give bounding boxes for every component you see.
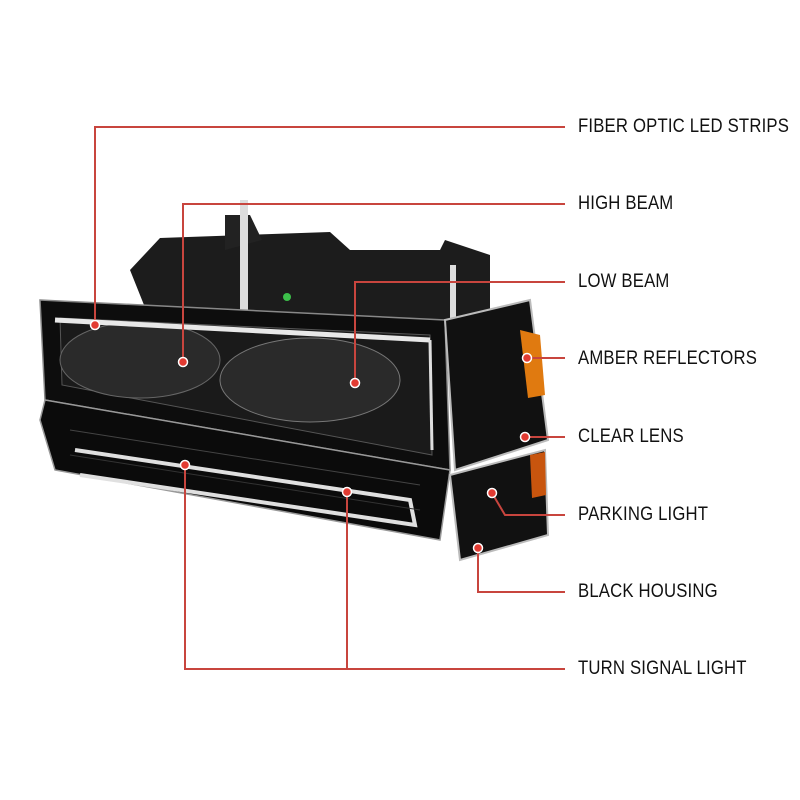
callout-clear-lens: CLEAR LENS <box>578 426 684 447</box>
corner-light <box>443 298 550 562</box>
callout-turn-signal-light: TURN SIGNAL LIGHT <box>578 658 747 679</box>
callout-dots <box>89 319 533 554</box>
callout-lines <box>94 126 565 670</box>
rear-bracket <box>130 200 490 335</box>
callout-parking-light: PARKING LIGHT <box>578 504 709 525</box>
callout-fiber-optic-led-strips: FIBER OPTIC LED STRIPS <box>578 116 790 137</box>
callout-amber-reflectors: AMBER REFLECTORS <box>578 348 758 369</box>
callout-low-beam: LOW BEAM <box>578 271 670 292</box>
headlight-housing <box>39 299 451 471</box>
callout-high-beam: HIGH BEAM <box>578 193 674 214</box>
callout-black-housing: BLACK HOUSING <box>578 581 718 602</box>
